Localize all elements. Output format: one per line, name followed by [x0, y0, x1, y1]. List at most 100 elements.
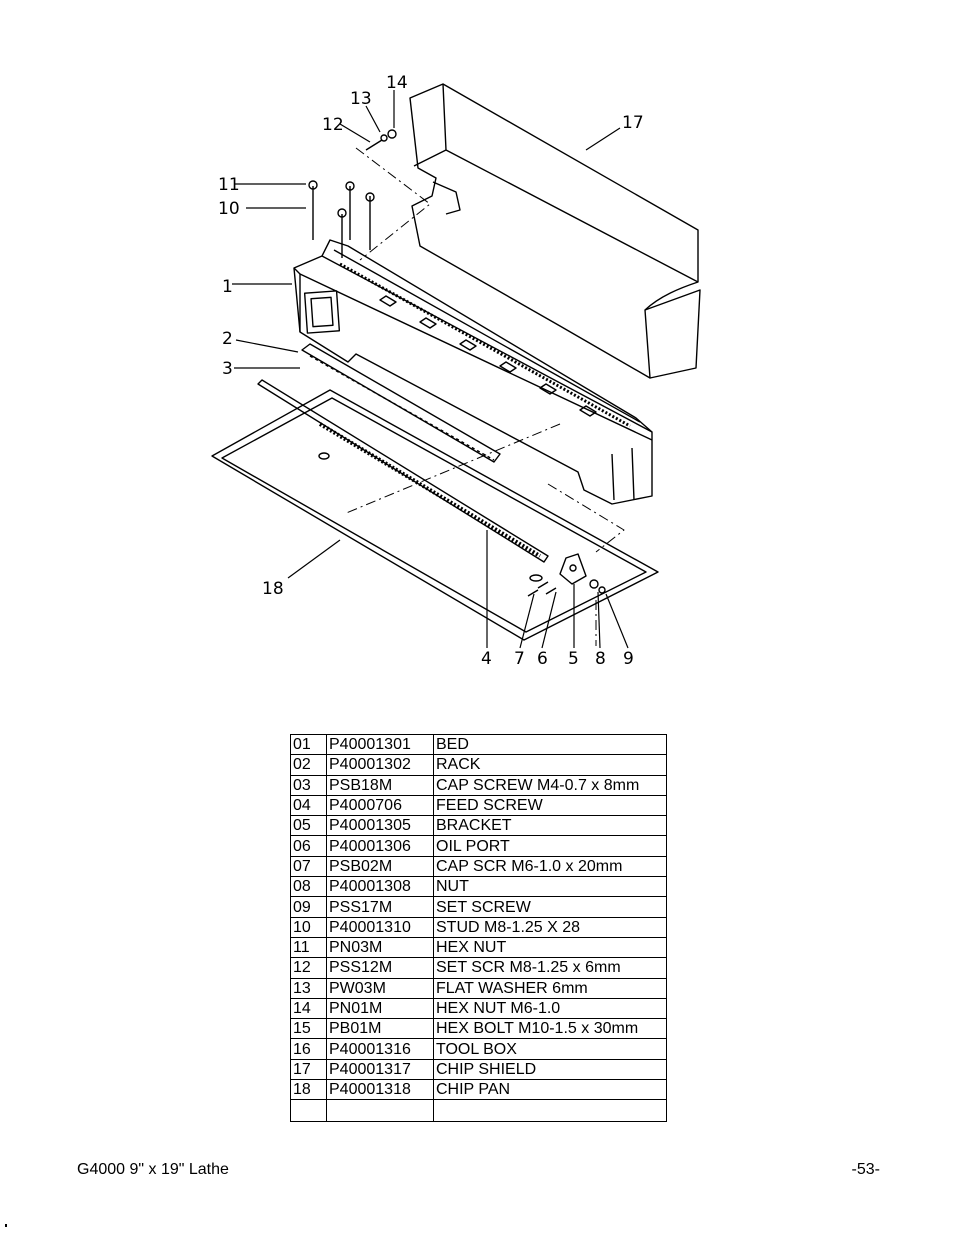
part-number-cell: 15 [290, 1018, 327, 1040]
part-code-cell: P40001317 [326, 1058, 434, 1081]
part-code-cell: P40001316 [326, 1038, 434, 1060]
studs-drawing [308, 129, 397, 258]
part-number-cell: 14 [290, 997, 327, 1020]
part-description-cell: CAP SCREW M4-0.7 x 8mm [433, 774, 667, 796]
callout-3: 3 [222, 359, 233, 379]
part-description-cell: CHIP PAN [433, 1079, 667, 1101]
footer-manual-title: G4000 9" x 19" Lathe [77, 1161, 229, 1178]
exploded-parts-diagram: 1 2 3 4 5 6 7 8 9 10 11 12 13 14 17 18 [211, 73, 701, 669]
empty-cell [433, 1099, 667, 1123]
part-number-cell: 03 [290, 774, 327, 796]
part-number-cell: 08 [290, 876, 327, 898]
footer-page-number: -53- [851, 1161, 880, 1178]
callout-13: 13 [350, 89, 372, 109]
part-code-cell: P40001318 [326, 1079, 434, 1101]
part-code-cell: P40001306 [326, 835, 434, 857]
part-description-cell: HEX NUT [433, 936, 667, 959]
part-code-cell: P40001308 [326, 876, 434, 898]
part-code-cell: PSB18M [326, 774, 434, 796]
part-code-cell: PN03M [326, 936, 434, 959]
part-code-cell: P40001301 [326, 733, 434, 756]
callout-12: 12 [322, 115, 344, 135]
part-number-cell: 02 [290, 754, 327, 776]
empty-cell [290, 1099, 327, 1123]
part-number-cell: 17 [290, 1058, 327, 1081]
part-code-cell: PB01M [326, 1018, 434, 1040]
empty-cell [326, 1099, 434, 1123]
part-number-cell: 10 [290, 916, 327, 938]
part-description-cell: BED [433, 733, 667, 756]
callout-18: 18 [262, 579, 284, 599]
part-number-cell: 09 [290, 896, 327, 918]
part-description-cell: HEX NUT M6-1.0 [433, 997, 667, 1020]
part-number-cell: 12 [290, 957, 327, 979]
part-number-cell: 11 [290, 936, 327, 959]
assembly-lines [343, 147, 625, 646]
part-number-cell: 16 [290, 1038, 327, 1060]
bed-drawing [293, 239, 653, 505]
part-description-cell: BRACKET [433, 815, 667, 837]
part-number-cell: 13 [290, 977, 327, 999]
rack-drawing [301, 343, 501, 463]
leader-lines [232, 90, 629, 649]
bracket-hardware-drawing [527, 553, 606, 597]
part-code-cell: P4000706 [326, 794, 434, 817]
callout-7: 7 [514, 649, 525, 669]
callout-14: 14 [386, 73, 408, 93]
callout-17: 17 [622, 113, 644, 133]
part-description-cell: HEX BOLT M10-1.5 x 30mm [433, 1018, 667, 1040]
part-description-cell: FEED SCREW [433, 794, 667, 817]
part-number-cell: 18 [290, 1079, 327, 1101]
callout-10: 10 [218, 199, 240, 219]
part-description-cell: NUT [433, 876, 667, 898]
part-code-cell: PSS12M [326, 957, 434, 979]
part-number-cell: 04 [290, 794, 327, 817]
chip-shield-drawing [409, 83, 701, 379]
part-code-cell: P40001310 [326, 916, 434, 938]
part-description-cell: OIL PORT [433, 835, 667, 857]
part-code-cell: PN01M [326, 997, 434, 1020]
callout-6: 6 [537, 649, 548, 669]
part-code-cell: P40001302 [326, 754, 434, 776]
part-description-cell: SET SCREW [433, 896, 667, 918]
callout-4: 4 [481, 649, 492, 669]
part-description-cell: RACK [433, 754, 667, 776]
callout-8: 8 [595, 649, 606, 669]
part-code-cell: PSS17M [326, 896, 434, 918]
chip-pan-drawing [211, 389, 659, 641]
scan-mark [5, 1224, 7, 1227]
part-number-cell: 05 [290, 815, 327, 837]
callout-2: 2 [222, 329, 233, 349]
part-description-cell: TOOL BOX [433, 1038, 667, 1060]
table-row-empty [290, 1099, 667, 1123]
part-description-cell: CHIP SHIELD [433, 1058, 667, 1081]
part-description-cell: CAP SCR M6-1.0 x 20mm [433, 855, 667, 878]
part-code-cell: PSB02M [326, 855, 434, 878]
part-code-cell: PW03M [326, 977, 434, 999]
callout-1: 1 [222, 277, 233, 297]
part-code-cell: P40001305 [326, 815, 434, 837]
callout-5: 5 [568, 649, 579, 669]
part-number-cell: 07 [290, 855, 327, 878]
part-description-cell: STUD M8-1.25 X 28 [433, 916, 667, 938]
part-number-cell: 01 [290, 733, 327, 756]
part-description-cell: FLAT WASHER 6mm [433, 977, 667, 999]
